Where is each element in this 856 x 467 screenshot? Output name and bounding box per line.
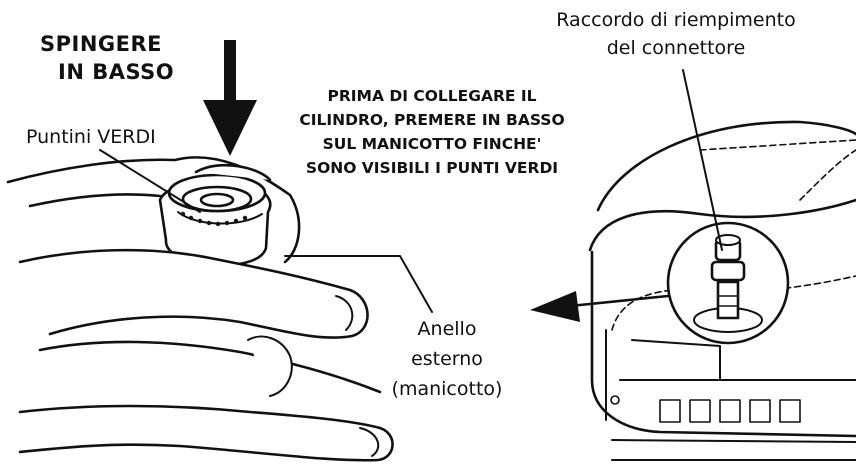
instruction-line-1: PRIMA DI COLLEGARE IL: [327, 87, 537, 105]
instruction-line-3: SUL MANICOTTO FINCHE': [322, 135, 542, 153]
down-arrow-icon: [203, 40, 257, 156]
leader-lines: [99, 69, 723, 313]
instruction-text: PRIMA DI COLLEGARE IL CILINDRO, PREMERE …: [262, 84, 602, 180]
fill-fitting-line-1: Raccordo di riempimento: [556, 9, 796, 31]
instruction-line-4: SONO VISIBILI I PUNTI VERDI: [305, 159, 559, 177]
outer-ring-label: Anello esterno (manicotto): [382, 314, 512, 404]
outer-ring-line-3: (manicotto): [391, 378, 503, 400]
fill-fitting-line-2: del connettore: [606, 37, 746, 59]
green-dots-marks: [180, 211, 248, 227]
hand-illustration: [6, 156, 394, 462]
green-dots-label: Puntini VERDI: [26, 126, 156, 148]
fill-fitting-label: Raccordo di riempimento del connettore: [526, 6, 826, 62]
instruction-line-2: CILINDRO, PREMERE IN BASSO: [299, 111, 565, 129]
outer-ring-line-2: esterno: [411, 348, 483, 370]
fill-fitting-illustration: [666, 221, 790, 345]
push-down-line-2: IN BASSO: [58, 60, 175, 84]
left-arrow-icon: [530, 291, 670, 322]
outer-ring-line-1: Anello: [417, 318, 477, 340]
push-down-line-1: SPINGERE: [40, 32, 163, 56]
push-down-label: SPINGERE IN BASSO: [40, 30, 174, 86]
